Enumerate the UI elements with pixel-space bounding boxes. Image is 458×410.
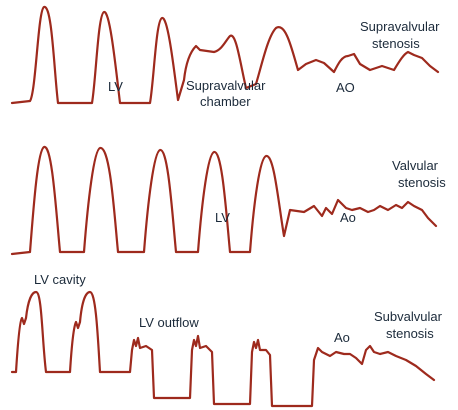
subvalvular-title-line1: Subvalvular xyxy=(374,309,443,324)
valvular-title-line2: stenosis xyxy=(398,175,446,190)
trace-valvular xyxy=(10,145,438,256)
label-lv-outflow: LV outflow xyxy=(139,315,199,330)
supravalvular-chamber-label: Supravalvular chamber xyxy=(186,78,266,109)
label-ao: AO xyxy=(336,80,355,95)
label-lv-cavity: LV cavity xyxy=(34,272,86,287)
trace-subvalvular xyxy=(10,290,436,408)
supravalvular-title-line2: stenosis xyxy=(372,36,420,51)
valvular-title: Valvular stenosis xyxy=(392,158,446,190)
subvalvular-title: Subvalvular stenosis xyxy=(374,309,443,341)
chamber-label-line2: chamber xyxy=(200,94,251,109)
subvalvular-title-line2: stenosis xyxy=(386,326,434,341)
label-ao: Ao xyxy=(334,330,350,345)
label-lv: LV xyxy=(215,210,230,225)
supravalvular-title: Supravalvular stenosis xyxy=(360,19,440,51)
panel-valvular: Valvular stenosis LV Ao xyxy=(10,145,446,256)
valvular-title-line1: Valvular xyxy=(392,158,439,173)
panel-subvalvular: LV cavity LV outflow Ao Subvalvular sten… xyxy=(10,272,443,408)
label-ao: Ao xyxy=(340,210,356,225)
label-lv: LV xyxy=(108,79,123,94)
trace-supravalvular xyxy=(10,5,440,105)
chamber-label-line1: Supravalvular xyxy=(186,78,266,93)
panel-supravalvular: Supravalvular stenosis LV Supravalvular … xyxy=(10,5,440,109)
supravalvular-title-line1: Supravalvular xyxy=(360,19,440,34)
